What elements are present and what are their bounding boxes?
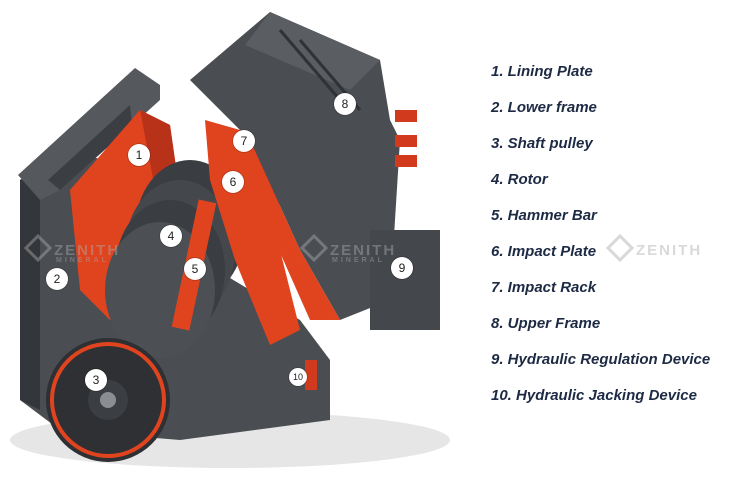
parts-legend: 1. Lining Plate 2. Lower frame 3. Shaft … — [491, 59, 710, 419]
legend-item-hydraulic-regulation-device: 9. Hydraulic Regulation Device — [491, 351, 711, 368]
legend-item-hammer-bar: 5. Hammer Bar — [491, 207, 597, 224]
legend-item-hydraulic-jacking-device: 10. Hydraulic Jacking Device — [491, 387, 697, 404]
legend-item-upper-frame: 8. Upper Frame — [491, 315, 601, 332]
watermark-logo-icon — [23, 233, 53, 263]
callout-3: 3 — [85, 369, 107, 391]
legend-item-impact-plate: 6. Impact Plate — [491, 243, 597, 260]
watermark: ZENITH MINERAL — [23, 233, 121, 264]
legend-item-lower-frame: 2. Lower frame — [491, 99, 597, 116]
callout-8: 8 — [334, 93, 356, 115]
callout-4: 4 — [160, 225, 182, 247]
callout-9: 9 — [391, 257, 413, 279]
callout-10: 10 — [289, 368, 307, 386]
hydraulic-jacking-cylinder — [305, 360, 317, 390]
legend-item-shaft-pulley: 3. Shaft pulley — [491, 135, 593, 152]
shaft-pulley-shape — [46, 338, 170, 462]
callout-7: 7 — [233, 130, 255, 152]
watermark: ZENITH — [605, 233, 703, 263]
upper-frame-body — [190, 12, 400, 320]
left-arm — [18, 68, 160, 200]
watermark-logo-icon — [299, 233, 329, 263]
legend-item-impact-rack: 7. Impact Rack — [491, 279, 597, 296]
hydraulic-regulation-cylinders — [370, 110, 440, 330]
upper-frame-inner — [235, 140, 340, 320]
upper-frame-top — [245, 12, 380, 90]
upper-frame-rib — [278, 29, 342, 101]
callout-6: 6 — [222, 171, 244, 193]
watermark-sub: MINERAL — [332, 257, 385, 264]
watermark-sub: MINERAL — [56, 257, 109, 264]
callout-2: 2 — [46, 268, 68, 290]
legend-item-rotor: 4. Rotor — [491, 171, 548, 188]
watermark-brand: ZENITH — [636, 242, 703, 259]
left-arm-inner — [48, 105, 132, 190]
lower-frame-side — [20, 170, 40, 410]
watermark-brand: ZENITH — [54, 242, 121, 259]
callout-1: 1 — [128, 144, 150, 166]
legend-item-lining-plate: 1. Lining Plate — [491, 63, 593, 80]
watermark-brand: ZENITH — [330, 242, 397, 259]
callout-5: 5 — [184, 258, 206, 280]
watermark: ZENITH MINERAL — [299, 233, 397, 264]
